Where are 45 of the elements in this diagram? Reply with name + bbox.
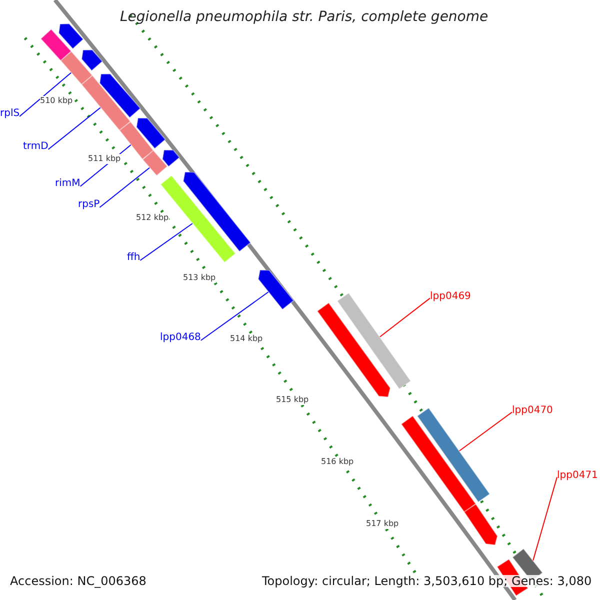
gene-label: rplS [0, 108, 20, 120]
genome-info-text: Topology: circular; Length: 3,503,610 bp; Genes: 3,080 [262, 575, 592, 587]
gene-label: ffh [127, 252, 140, 264]
gene-bar [60, 51, 93, 85]
leader-line [532, 476, 558, 562]
leader-line [458, 412, 512, 452]
gene-label: trmD [23, 141, 48, 153]
gene-label: lpp0468 [160, 332, 201, 344]
pointed-gene-bar [183, 172, 251, 252]
pointed-gene-bar [162, 150, 180, 167]
pointed-gene-bar [258, 270, 294, 310]
gene-label: lpp0469 [430, 291, 471, 303]
pointed-gene-bar [464, 504, 498, 545]
leader-line [99, 167, 150, 208]
gene-label: lpp0470 [512, 405, 553, 417]
gene-bar [337, 292, 411, 390]
pointed-gene-bar [58, 23, 84, 49]
gene-bar [401, 415, 476, 513]
pointed-gene-bar [136, 118, 166, 149]
scale-label: 517 kbp [366, 519, 399, 529]
leader-line [200, 291, 269, 341]
leader-line [379, 298, 430, 338]
pointed-gene-bar [99, 73, 141, 118]
scale-label: 516 kbp [321, 457, 354, 467]
scale-label: 515 kbp [276, 395, 309, 405]
leader-line [48, 107, 102, 150]
accession-text: Accession: NC_006368 [10, 575, 146, 587]
scale-label: 510 kbp [40, 96, 73, 106]
gene-bar [119, 121, 154, 160]
pointed-gene-bar [81, 49, 103, 71]
gene-bar [40, 29, 72, 61]
gene-label: rimM [55, 178, 80, 190]
scale-label: 512 kbp [136, 213, 169, 223]
gene-label: lpp0471 [557, 470, 598, 482]
gene-bar [417, 407, 490, 503]
leader-line [140, 222, 194, 261]
gene-label: rpsP [78, 199, 100, 211]
gene-bar [81, 75, 131, 131]
pointed-gene-bar [317, 302, 391, 397]
scale-label: 514 kbp [230, 334, 263, 344]
gene-bar [142, 150, 168, 176]
title: Legionella pneumophila str. Paris, complete genome [120, 9, 488, 25]
leader-line [19, 72, 72, 117]
scale-label: 511 kbp [88, 154, 121, 164]
scale-label: 513 kbp [183, 273, 216, 283]
